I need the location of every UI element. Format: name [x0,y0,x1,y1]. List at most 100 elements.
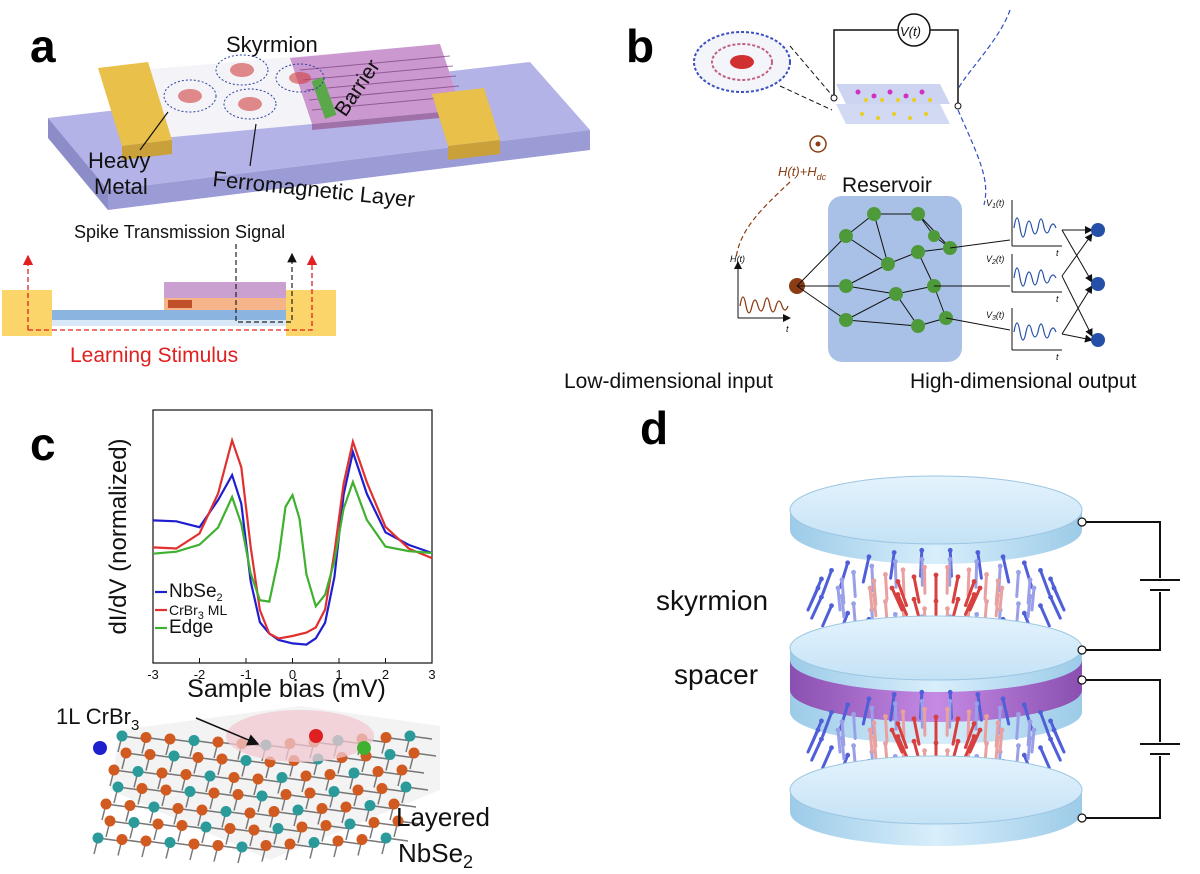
terminal-1 [830,94,838,102]
pointer-ferro [249,123,257,167]
electrode-left-front [122,140,172,160]
mini-skyrmion [693,31,791,93]
output-label-2: V2(t) [986,254,1004,266]
label-high-dim: High-dimensional output [910,370,1137,393]
terminals-d [1077,517,1087,823]
out-edge-1 [949,239,1011,249]
zoom-line-bottom [779,85,833,111]
x-tick-label-3: -1 [240,667,252,682]
xs-electrode-left [2,290,52,336]
out-edge-3 [945,317,1011,331]
barrier-block [290,44,462,124]
output-label-3: V3(t) [986,310,1004,322]
output-t-2: t [1056,294,1059,304]
label-spacer: spacer [674,659,758,690]
output-plot-1: V1(t) t [986,198,1062,258]
series-line-2 [152,436,433,640]
label-1l-crbr3: 1L CrBr3 [56,704,139,734]
bottom-disk [789,755,1083,846]
circuit-d [1084,521,1180,819]
panel-b: b V(t) H(t)+Hdc [564,9,1137,393]
series-line-3 [152,478,433,609]
spike-path [235,244,297,323]
x-axis-label: Sample bias (mV) [187,675,386,703]
legend-label-3: Edge [169,617,213,638]
field-dot [815,141,821,147]
marker-red [309,729,323,743]
xs-barrier [164,282,286,298]
middle-stack [789,615,1083,744]
x-tick-label-6: 2 [382,667,389,682]
top-disk [789,475,1083,564]
legend-label-2: CrBr3 ML [169,602,227,622]
label-skyrmion-d: skyrmion [656,585,768,616]
lattice-illustration [92,706,440,864]
x-tick-label-2: -2 [194,667,206,682]
readout-edges [1061,226,1093,343]
panel-letter-b: b [626,20,654,72]
device-atoms-magenta [855,89,925,99]
output-t-3: t [1056,352,1059,362]
reservoir-box [828,196,962,362]
panel-letter-d: d [640,402,668,454]
plot-frame [152,409,433,664]
label-voltage: V(t) [900,24,921,39]
legend-label-1: NbSe2 [169,581,223,604]
y-axis-label: dI/dV (normalized) [105,438,132,634]
terminal-2 [954,102,962,110]
crbr3-island [226,710,374,762]
electrode-right-front [448,140,500,160]
output-plot-3: V3(t) t [986,308,1062,362]
series-line-1 [152,447,433,646]
label-reservoir: Reservoir [842,174,932,197]
dashed-link-top [957,9,1011,91]
device-atoms-yellow [860,98,932,120]
xs-base [52,320,286,326]
dashed-link-output [957,109,987,206]
label-metal: Metal [94,174,148,199]
panel-d: d [640,402,1180,846]
output-nodes [1091,223,1105,347]
circuit-left [833,29,898,96]
xs-ferro [164,298,286,310]
electrode-left-top [98,62,172,146]
device-layer-top [836,84,950,104]
tick-layer: -3 -2 -1 0 1 2 3 [147,658,436,682]
xs-skyrmion [168,300,192,308]
input-plot: H(t) t [730,254,791,334]
barrier-green-strip [311,77,337,119]
pointer-crbr3 [195,717,260,746]
label-field: H(t)+Hdc [778,164,827,182]
output-plot-2: V2(t) t [986,254,1062,304]
input-axis-label: H(t) [730,254,745,264]
pointer-heavy [139,111,169,151]
marker-blue [93,741,107,755]
label-skyrmion-a: Skyrmion [226,32,318,57]
x-tick-label-1: -3 [147,667,159,682]
xs-electrode-right [286,290,336,336]
xs-heavy-metal [52,310,286,320]
label-spike: Spike Transmission Signal [74,222,285,242]
output-label-1: V1(t) [986,198,1004,210]
label-nbse2: NbSe2 [398,838,473,872]
label-heavy: Heavy [88,148,150,173]
panel-letter-a: a [30,20,56,72]
skyrmion-dots [163,54,325,120]
x-tick-label-4: 0 [289,667,296,682]
marker-green [357,741,371,755]
spectra-chart: -3 -2 -1 0 1 2 3 dI/dV (normalized) Sample bia… [105,409,436,703]
label-learning: Learning Stimulus [70,344,238,367]
zoom-line-top [789,45,837,101]
x-tick-label-5: 1 [335,667,342,682]
x-tick-label-7: 3 [428,667,435,682]
output-t-1: t [1056,248,1059,258]
substrate-side-left [48,118,108,210]
label-low-dim: Low-dimensional input [564,370,773,393]
panel-a: a Skyrmion [2,20,590,367]
stimulus-path [28,254,318,331]
barrier-front [312,110,462,130]
circuit-right [930,29,959,104]
